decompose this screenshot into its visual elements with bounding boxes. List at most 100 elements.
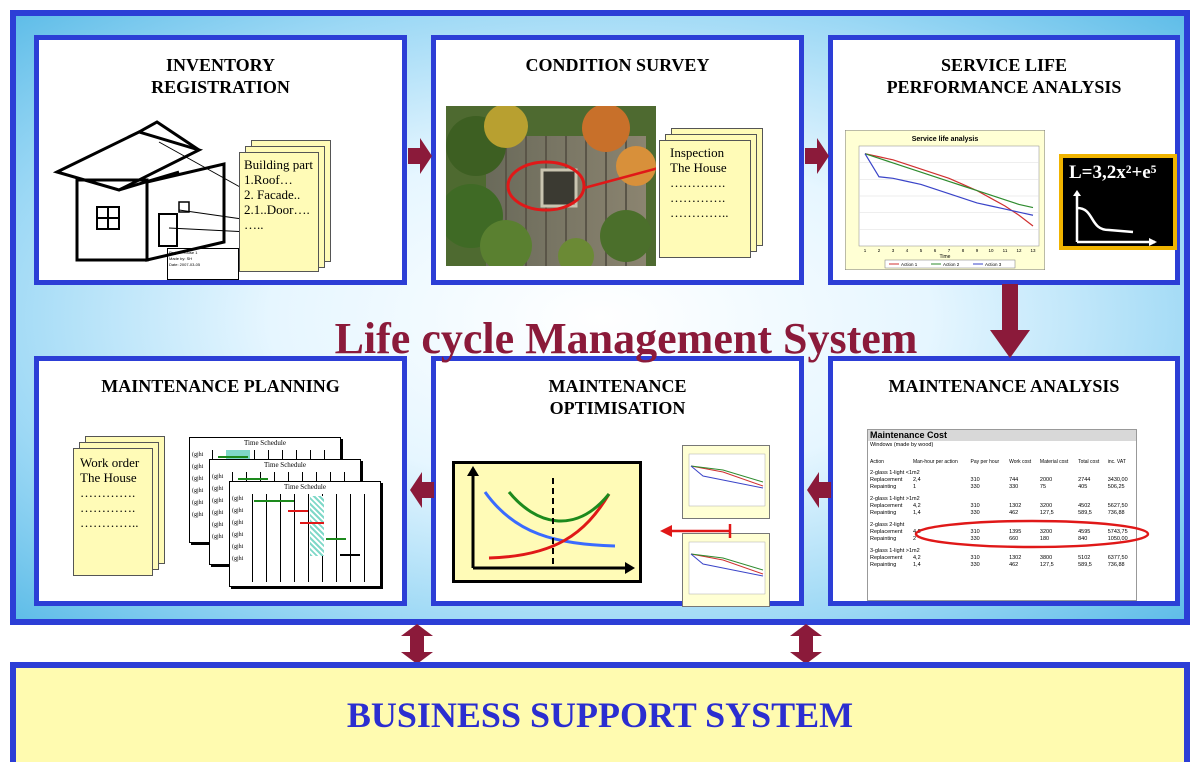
- table-cell: 75: [1039, 484, 1047, 490]
- feedback-arrow: [660, 524, 732, 538]
- x-tick-label: 12: [1016, 248, 1022, 253]
- panel-title: MAINTENANCE PLANNING: [101, 376, 340, 396]
- table-cell: 127,5: [1039, 562, 1054, 568]
- panel-title: INVENTORY REGISTRATION: [151, 55, 290, 97]
- column-header: Total cost: [1078, 459, 1100, 465]
- panel-maintenance-planning: MAINTENANCE PLANNING Work order The Hous…: [34, 356, 407, 606]
- legend-label: Action 3: [985, 262, 1002, 267]
- x-axis-label: Time: [940, 254, 951, 260]
- table-cell: 744: [1009, 477, 1019, 483]
- table-cell: 6377,50: [1107, 555, 1128, 561]
- table-cell: 840: [1078, 536, 1088, 542]
- schedule-row-label: (gjhi: [212, 498, 224, 504]
- schedule-bar: [326, 538, 346, 540]
- legend-label: Action 2: [943, 262, 960, 267]
- table-cell: 1302: [1009, 555, 1022, 561]
- note-text: Inspection The House …………. …………. …………..: [670, 145, 729, 220]
- table-cell: 330: [970, 510, 980, 516]
- table-cell: 310: [970, 555, 980, 561]
- x-tick-label: 4: [906, 248, 909, 253]
- table-cell: 180: [1039, 536, 1050, 542]
- note-inspection: Inspection The House …………. …………. …………..: [659, 140, 751, 258]
- table-cell: 127,5: [1039, 510, 1054, 516]
- table-cell: 2000: [1039, 477, 1053, 483]
- group-label: 2-glass 2-light: [870, 522, 905, 528]
- table-cell: 4,2: [912, 503, 921, 509]
- stamp-line: Made by: SH: [169, 256, 193, 261]
- series-line: [864, 153, 1034, 216]
- schedule-row-label: (gjhi: [192, 452, 204, 458]
- schedule-bar: [218, 456, 248, 458]
- x-tick-label: 6: [934, 248, 937, 253]
- arrow-left-2: [410, 472, 434, 508]
- series-line: [864, 153, 1034, 209]
- x-tick-label: 10: [988, 248, 994, 253]
- table-cell: Repainting: [870, 562, 897, 568]
- cost-subtitle: Windows (made by wood): [870, 442, 934, 448]
- schedule-row-label: (gjhi: [212, 486, 224, 492]
- column-header: inc. VAT: [1107, 459, 1126, 465]
- panel-condition-survey: CONDITION SURVEY: [431, 35, 804, 285]
- note-building-parts: Building part 1.Roof… 2. Facade.. 2.1..D…: [239, 152, 319, 272]
- table-cell: 5102: [1078, 555, 1091, 561]
- arrow-right-1: [408, 138, 432, 174]
- note-text: Work order The House …………. …………. …………..: [80, 455, 140, 530]
- optimisation-graph: [452, 461, 642, 583]
- decay-curve-icon: [1073, 190, 1157, 246]
- schedule-row-label: (gjhi: [192, 476, 204, 482]
- panel-title: CONDITION SURVEY: [525, 55, 710, 75]
- schedule-row-label: (gjhi: [232, 496, 244, 502]
- column-header: Action: [870, 459, 884, 465]
- arrow-down: [990, 284, 1030, 358]
- group-label: 2-glass 1-light <1m2: [870, 470, 920, 476]
- series-line: [864, 153, 1034, 227]
- formula-board: L=3,2x²+e⁵: [1059, 154, 1177, 250]
- stamp-line: Date: 2007-03-05: [169, 262, 201, 267]
- table-cell: 660: [1009, 536, 1019, 542]
- maintenance-cost-sheet: Maintenance Cost Windows (made by wood) …: [867, 429, 1150, 601]
- time-schedule-card: Time Schedule(gjhi(gjhi(gjhi(gjhi(gjhi(g…: [229, 481, 381, 587]
- schedule-row-label: (gjhi: [212, 534, 224, 540]
- table-cell: 4502: [1078, 503, 1091, 509]
- note-work-order: Work order The House …………. …………. …………..: [73, 448, 153, 576]
- group-label: 3-glass 1-light >1m2: [870, 548, 920, 554]
- table-cell: Replacement: [870, 477, 903, 483]
- chart-title: Service life analysis: [912, 136, 979, 143]
- table-cell: Repainting: [870, 484, 897, 490]
- table-cell: 589,5: [1078, 562, 1092, 568]
- schedule-row-label: (gjhi: [232, 508, 244, 514]
- table-cell: 1: [912, 484, 917, 490]
- group-label: 2-glass 1-light >1m2: [870, 496, 920, 502]
- table-cell: Repainting: [870, 536, 897, 542]
- x-tick-label: 3: [892, 248, 895, 253]
- table-cell: 1302: [1009, 503, 1022, 509]
- schedule-title: Time Schedule: [264, 461, 306, 469]
- schedule-title: Time Schedule: [284, 483, 326, 491]
- schedule-row-label: (gjhi: [212, 522, 224, 528]
- table-cell: 4595: [1078, 529, 1091, 535]
- table-cell: 3200: [1039, 503, 1053, 509]
- cost-title: Maintenance Cost: [868, 430, 1136, 441]
- table-cell: 736,88: [1107, 562, 1125, 568]
- x-tick-label: 11: [1003, 248, 1008, 253]
- group-row: 2-glass 1-light >1m2: [868, 496, 1134, 503]
- note-text: Building part 1.Roof… 2. Facade.. 2.1..D…: [244, 157, 313, 232]
- mini-chart-bottom: [682, 533, 770, 607]
- mini-chart-top: [682, 445, 770, 519]
- time-schedules: Time Schedule (gjhi (gjhi (gjhi (gjhi (gjhi (g…: [189, 437, 399, 587]
- table-cell: 5627,50: [1107, 503, 1128, 509]
- schedule-bar: [254, 500, 294, 502]
- stamp-line: Project House 1: [169, 250, 198, 255]
- panel-title: SERVICE LIFE PERFORMANCE ANALYSIS: [886, 55, 1122, 97]
- arrow-left-1: [807, 472, 831, 508]
- schedule-bar: [288, 510, 308, 512]
- group-row: 3-glass 1-light >1m2: [868, 548, 1134, 555]
- panel-maintenance-optimisation: MAINTENANCE OPTIMISATION: [431, 356, 804, 607]
- highlight-ellipse: [914, 519, 1150, 549]
